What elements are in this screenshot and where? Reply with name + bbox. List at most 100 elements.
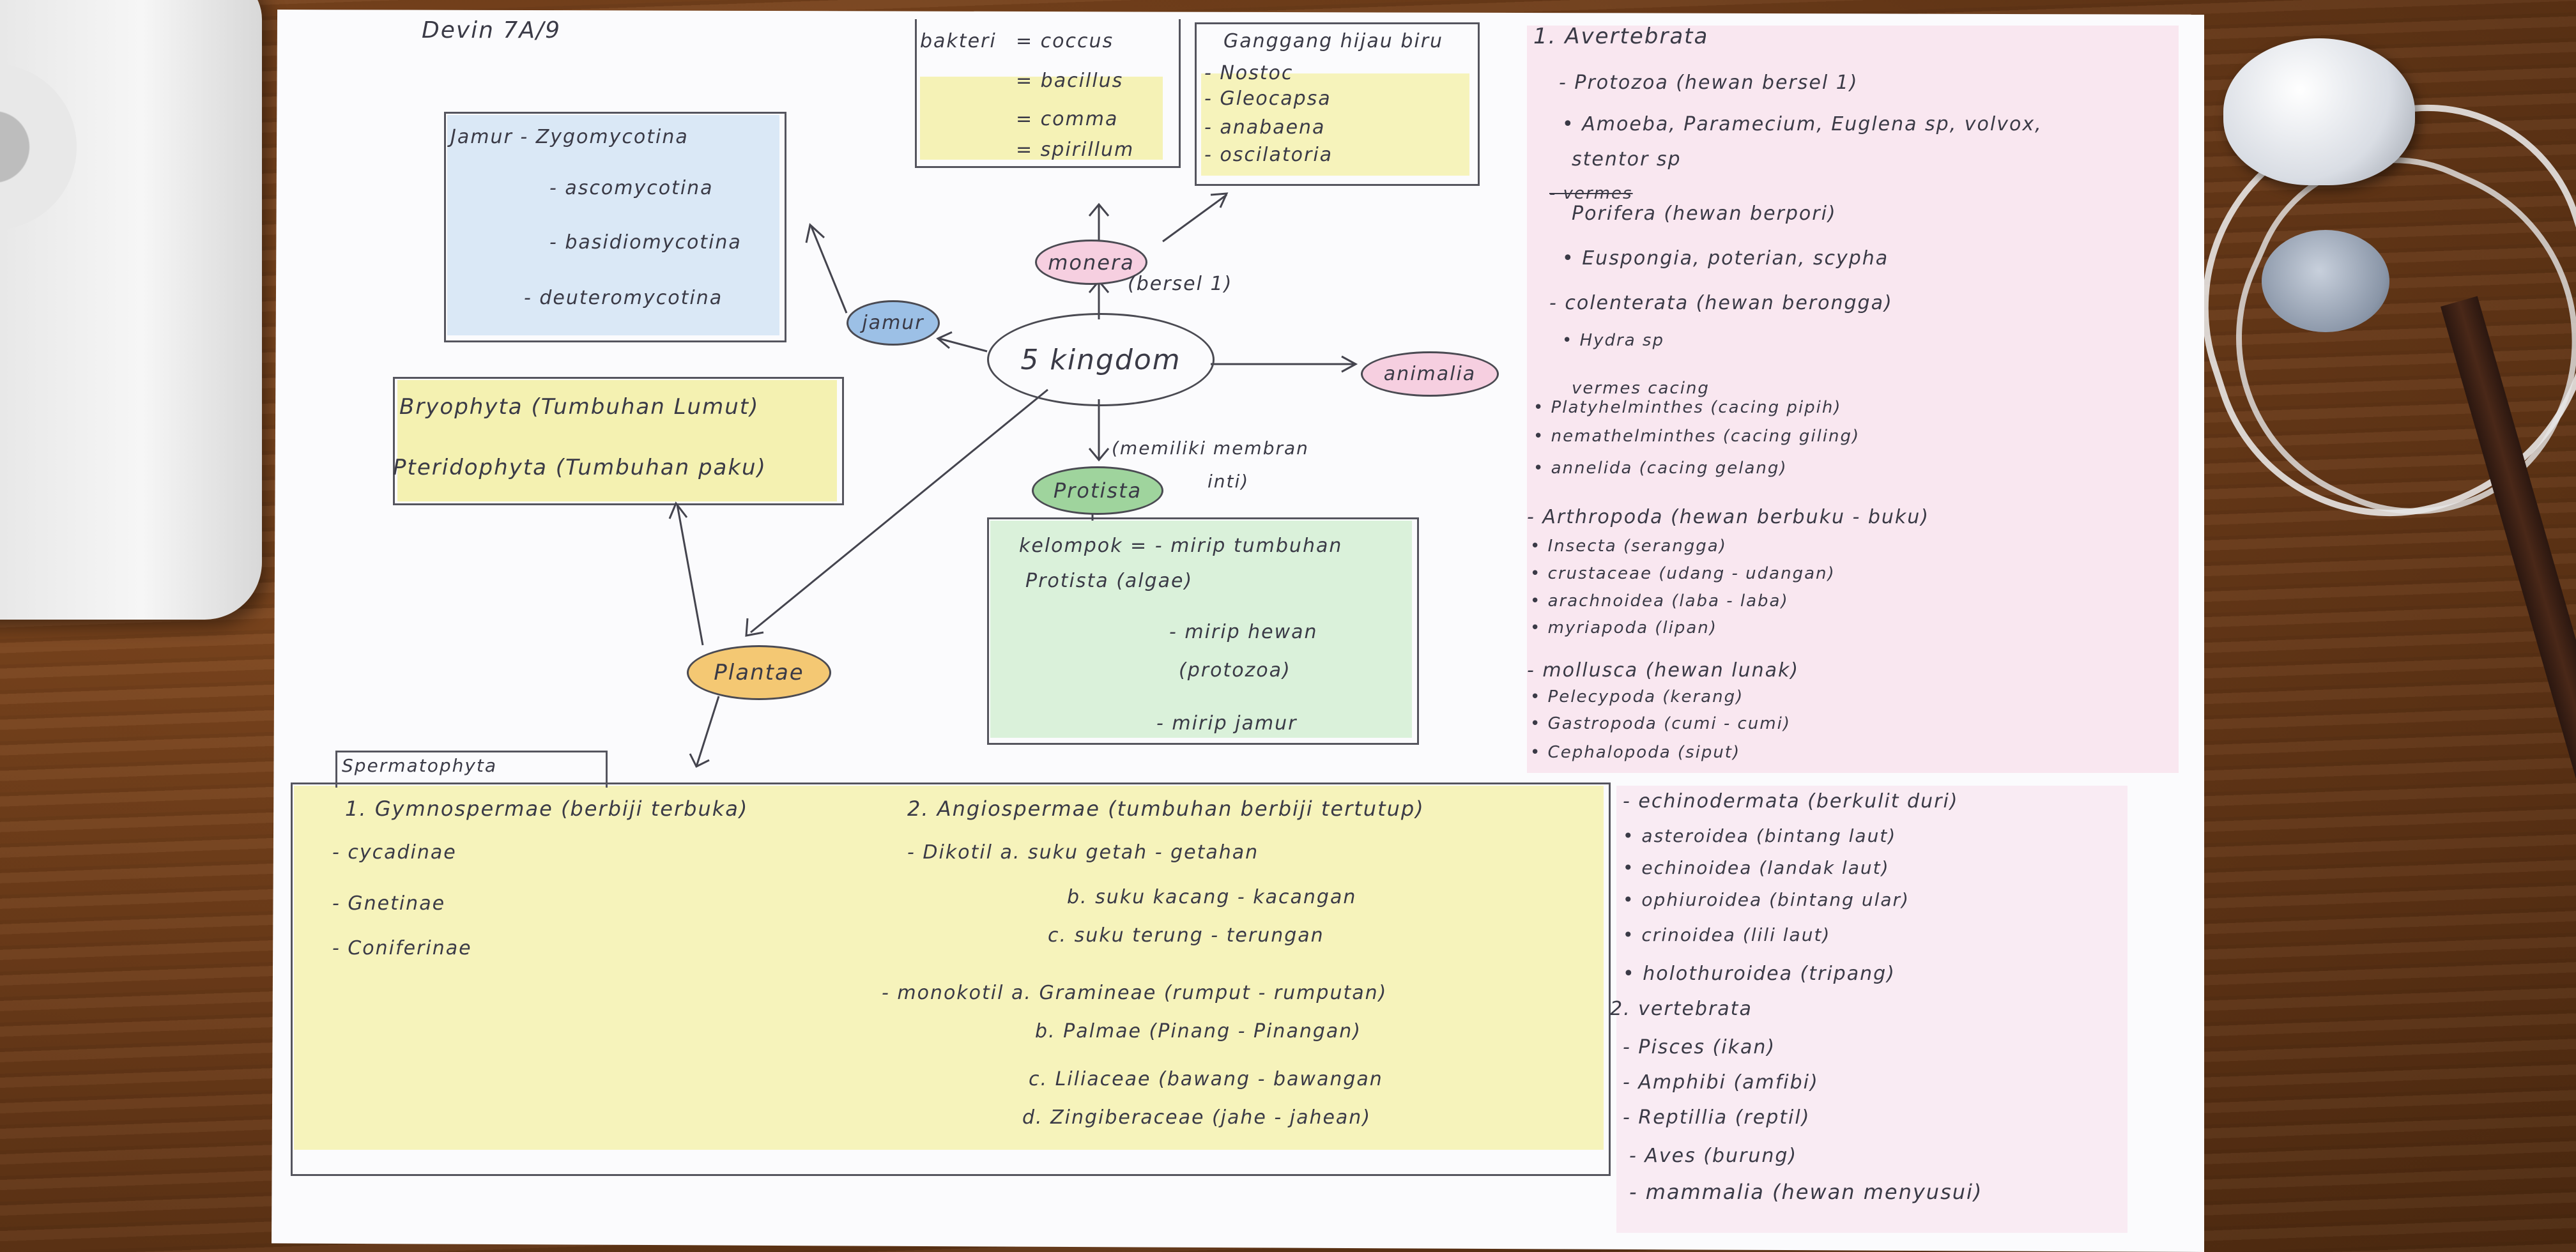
protista-label: Protista: [1053, 478, 1142, 503]
monokotil-item: d. Zingiberaceae (jahe - jahean): [1022, 1106, 1372, 1129]
dikotil-item: - Dikotil a. suku getah - getahan: [907, 841, 1259, 864]
protista-note-line2: inti): [1208, 471, 1250, 492]
echino-line: - echinodermata (berkulit duri): [1623, 790, 1959, 813]
earphone-bud: [2223, 38, 2415, 185]
animalia-line: • annelida (cacing gelang): [1533, 459, 1788, 478]
animalia-label: animalia: [1383, 363, 1476, 385]
animalia-highlight: [1527, 26, 2179, 773]
echino-line: 2. vertebrata: [1610, 998, 1752, 1020]
protista-line: (protozoa): [1179, 659, 1291, 682]
monera-note: (bersel 1): [1128, 273, 1233, 295]
bakteri-label: bakteri: [920, 30, 997, 52]
dikotil-item: c. suku terung - terungan: [1048, 924, 1324, 947]
echino-line: • asteroidea (bintang laut): [1623, 825, 1897, 846]
dikotil-item: b. suku kacang - kacangan: [1067, 886, 1357, 908]
author-label: Devin 7A/9: [422, 17, 561, 43]
animalia-line: • nemathelminthes (cacing giling): [1533, 427, 1860, 446]
animalia-line: • Platyhelminthes (cacing pipih): [1533, 398, 1842, 417]
bakteri-highlight: [920, 77, 1163, 160]
spermatophyta-box: [291, 782, 1611, 1176]
protista-line: - mirip hewan: [1169, 621, 1318, 643]
echino-line: • crinoidea (lili laut): [1623, 924, 1831, 945]
bakteri-item: = comma: [1016, 108, 1119, 130]
protista-box-highlight: [990, 521, 1412, 738]
animalia-line: • crustaceae (udang - udangan): [1530, 564, 1836, 583]
animalia-line: • Gastropoda (cumi - cumi): [1530, 714, 1791, 733]
animalia-line: - colenterata (hewan berongga): [1549, 292, 1893, 314]
animalia-line: vermes cacing: [1572, 379, 1710, 398]
animalia-line: - Protozoa (hewan bersel 1): [1559, 72, 1859, 94]
protista-line: kelompok = - mirip tumbuhan: [1019, 535, 1343, 557]
echino-line: - Amphibi (amfibi): [1623, 1071, 1819, 1094]
animalia-line: • myriapoda (lipan): [1530, 618, 1717, 637]
center-ellipse: 5 kingdom: [987, 313, 1215, 406]
animalia-line: stentor sp: [1572, 148, 1682, 171]
jamur-ellipse: jamur: [847, 300, 940, 346]
ganggang-box: [1195, 22, 1480, 186]
animalia-line: • Insecta (serangga): [1530, 537, 1727, 556]
protista-box: [987, 517, 1419, 745]
echino-line: - Pisces (ikan): [1623, 1036, 1776, 1058]
jamur-item: - ascomycotina: [549, 177, 714, 199]
monokotil-item: c. Liliaceae (bawang - bawangan: [1029, 1068, 1383, 1090]
gymno-item: - Gnetinae: [332, 892, 446, 915]
spermatophyta-highlight: [294, 786, 1604, 1150]
jamur-item: Jamur - Zygomycotina: [450, 126, 689, 148]
plantae-item: Bryophyta (Tumbuhan Lumut): [399, 394, 760, 420]
animalia-line: • Euspongia, poterian, scypha: [1562, 247, 1889, 270]
protista-ellipse: Protista: [1032, 466, 1163, 515]
protista-line: Protista (algae): [1025, 570, 1193, 592]
animalia-line-struck: - vermes: [1549, 184, 1633, 203]
jamur-box-highlight: [447, 115, 779, 335]
jamur-item: - deuteromycotina: [524, 287, 723, 309]
ganggang-highlight: [1201, 73, 1469, 176]
plantae-box-highlight: [397, 380, 837, 501]
bakteri-item: = bacillus: [1016, 70, 1124, 92]
plantae-label: Plantae: [714, 660, 804, 685]
bakteri-item: = coccus: [1016, 30, 1114, 52]
plantae-item: Pteridophyta (Tumbuhan paku): [393, 455, 767, 480]
animalia-line: • Pelecypoda (kerang): [1530, 687, 1744, 706]
animalia-line: - Arthropoda (hewan berbuku - buku): [1527, 506, 1930, 528]
echino-highlight: [1616, 786, 2128, 1233]
monera-ellipse: monera: [1035, 240, 1147, 285]
protista-note-line1: (memiliki membran: [1112, 438, 1309, 459]
gymno-item: - Coniferinae: [332, 937, 472, 959]
protista-line: - mirip jamur: [1156, 712, 1298, 735]
earphone-bud-back: [2262, 230, 2389, 332]
power-socket: [0, 0, 262, 620]
jamur-label: jamur: [862, 312, 924, 334]
echino-line: - Aves (burung): [1629, 1145, 1798, 1167]
animalia-line: - mollusca (hewan lunak): [1527, 659, 1800, 682]
gymno-title: 1. Gymnospermae (berbiji terbuka): [345, 797, 749, 821]
animalia-line: • Amoeba, Paramecium, Euglena sp, volvox…: [1562, 113, 2043, 135]
animalia-line: • Hydra sp: [1562, 331, 1664, 350]
monera-label: monera: [1048, 250, 1135, 275]
animalia-line: 1. Avertebrata: [1533, 24, 1709, 49]
echino-line: - mammalia (hewan menyusui): [1629, 1180, 1983, 1204]
echino-line: - Reptillia (reptil): [1623, 1106, 1811, 1129]
spermatophyta-tab: [335, 751, 608, 788]
center-label: 5 kingdom: [1020, 343, 1181, 376]
animalia-line: • Cephalopoda (siput): [1530, 743, 1741, 762]
bakteri-box: [915, 19, 1181, 168]
animalia-ellipse: animalia: [1361, 351, 1499, 397]
jamur-box: [444, 112, 786, 342]
spermatophyta-label: Spermatophyta: [342, 755, 498, 776]
animalia-line: Porifera (hewan berpori): [1572, 202, 1837, 225]
plantae-box: [393, 377, 844, 505]
ganggang-title: Ganggang hijau biru: [1223, 30, 1444, 52]
echino-line: • ophiuroidea (bintang ular): [1623, 889, 1910, 910]
monokotil-item: b. Palmae (Pinang - Pinangan): [1035, 1020, 1361, 1042]
jamur-item: - basidiomycotina: [549, 231, 742, 254]
ganggang-item: - oscilatoria: [1204, 144, 1333, 166]
ganggang-item: - Nostoc: [1204, 62, 1294, 84]
animalia-line: • arachnoidea (laba - laba): [1530, 592, 1789, 611]
ganggang-item: - anabaena: [1204, 116, 1326, 139]
monokotil-item: - monokotil a. Gramineae (rumput - rumpu…: [882, 982, 1388, 1004]
bakteri-item: = spirillum: [1016, 139, 1135, 161]
echino-line: • echinoidea (landak laut): [1623, 857, 1890, 878]
plantae-ellipse: Plantae: [687, 645, 831, 700]
echino-line: • holothuroidea (tripang): [1623, 963, 1896, 985]
